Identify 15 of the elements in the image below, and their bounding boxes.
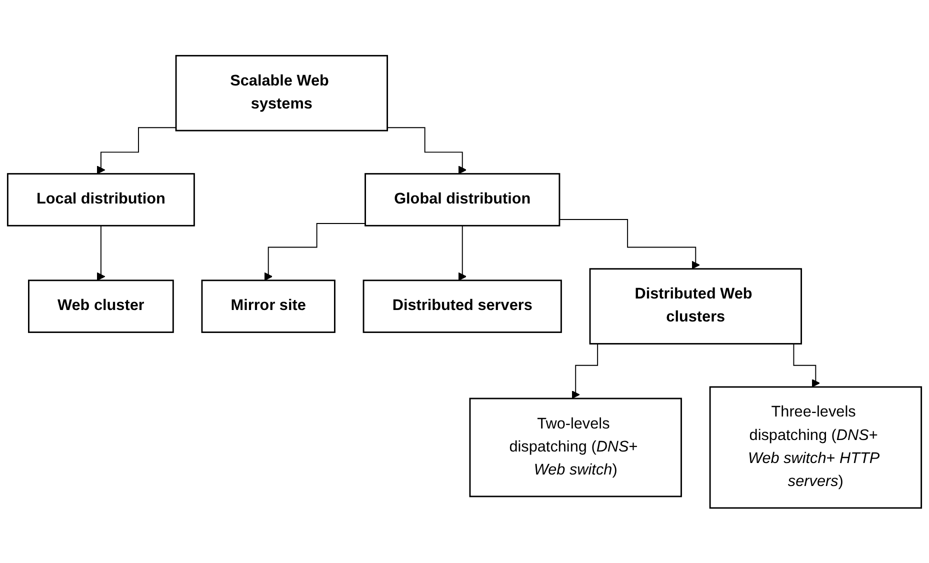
arrow [386,126,467,174]
arrow [458,224,467,280]
arrow [96,126,176,174]
arrow [558,218,700,269]
arrow [264,222,366,280]
node-box: Scalable Web systems [175,54,388,131]
node-box: Mirror site [201,279,336,333]
node-box: Distributed servers [362,279,562,333]
arrow [96,224,106,280]
node-box: Global distribution [364,172,560,226]
node-box: Local distribution [6,172,195,226]
node-box: Three-levels dispatching (DNS+ Web switch+ HTTP servers) [709,386,922,508]
node-box: Web cluster [28,279,174,333]
node-box: Distributed Web clusters [589,268,802,344]
node-box: Two-levels dispatching (DNS+ Web switch) [469,397,682,497]
